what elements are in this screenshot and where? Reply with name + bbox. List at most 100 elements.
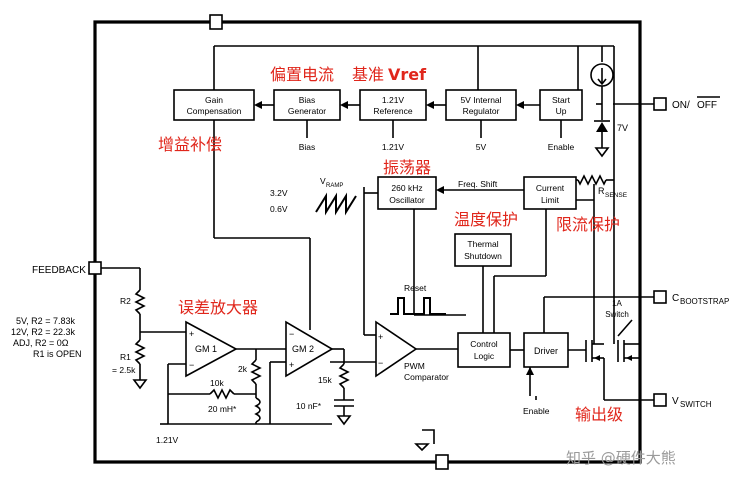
thermal-label-2: Shutdown [464, 251, 502, 261]
annotation-bias-current: 偏置电流 [270, 65, 334, 84]
reset-label: Reset [404, 283, 427, 293]
pwm-comparator [375, 320, 418, 378]
freq-shift-label: Freq. Shift [458, 179, 498, 189]
gm1-label: GM 1 [195, 344, 217, 354]
r1-value: = 2.5k [112, 365, 136, 375]
thermal-label-1: Thermal [467, 239, 498, 249]
oscillator-block [377, 176, 437, 210]
reg-label-1: 5V Internal [460, 95, 501, 105]
gm2-plus: + [289, 360, 294, 370]
c10nf-label: 10 nF* [296, 401, 322, 411]
r2-label: R2 [120, 296, 131, 306]
bias-gen-label-1: Bias [299, 95, 316, 105]
switch-label-1: 1A [612, 299, 622, 308]
bias-gen-label-2: Generator [288, 106, 326, 116]
watermark: 知乎 @硬件大熊 [566, 449, 676, 467]
r2-table-row: 5V, R2 = 7.83k [16, 316, 75, 326]
annotation-output-stage: 输出级 [575, 405, 623, 424]
l20mh-label: 20 mH* [208, 404, 237, 414]
gm1-plus: + [189, 329, 194, 339]
annotation-oscillator: 振荡器 [383, 158, 431, 177]
rsense-sub-label: SENSE [605, 192, 628, 199]
ramp-waveform [315, 192, 357, 216]
vramp-label: V [320, 176, 326, 186]
annotation-current-limit: 限流保护 [556, 215, 620, 234]
bottom-ref-label: 1.21V [156, 435, 179, 445]
cboot-pin-sub: BOOTSTRAP [680, 297, 729, 306]
pin-onoff [653, 97, 667, 111]
bias-output-label: Bias [299, 142, 316, 152]
r15k-label: 15k [318, 375, 332, 385]
startup-label-1: Start [552, 95, 571, 105]
pwm-minus: − [378, 358, 383, 368]
osc-label-2: Oscillator [389, 195, 425, 205]
reg-label-2: Regulator [463, 106, 500, 116]
annotation-error-amp: 误差放大器 [178, 298, 258, 317]
vramp-sub-label: RAMP [326, 183, 343, 189]
gain-comp-label-1: Gain [205, 95, 223, 105]
control-label-1: Control [470, 339, 498, 349]
switch-label-2: Switch [605, 310, 629, 319]
gm2-minus: − [289, 329, 294, 339]
r2-table-row: ADJ, R2 = 0Ω [13, 338, 69, 348]
ramp-high-label: 3.2V [270, 188, 288, 198]
r1-label: R1 [120, 352, 131, 362]
reset-pulse-waveform [390, 297, 446, 315]
feedback-pin-label: FEEDBACK [32, 265, 86, 276]
ramp-low-label: 0.6V [270, 204, 288, 214]
ref-label-1: 1.21V [382, 95, 405, 105]
gain-compensation-block [173, 89, 255, 121]
ground-icon [594, 147, 610, 158]
reg-output-label: 5V [476, 142, 487, 152]
pwm-label-2: Comparator [404, 372, 449, 382]
pin-vswitch [653, 393, 667, 407]
inductor-20mh [254, 397, 261, 423]
osc-label-1: 260 kHz [391, 183, 422, 193]
driver-label: Driver [534, 346, 558, 356]
r1-resistor [134, 339, 146, 365]
pwm-plus: + [378, 332, 383, 342]
current-limit-block [523, 176, 577, 210]
annotation-thermal: 温度保护 [454, 210, 518, 229]
control-logic-block [457, 332, 511, 368]
bottom-notch [435, 454, 449, 470]
r10k-label: 10k [210, 378, 224, 388]
onoff-pin-label: ON/ [672, 100, 690, 111]
control-label-2: Logic [474, 351, 495, 361]
vswitch-pin-label: V [672, 396, 679, 407]
climit-label-2: Limit [541, 195, 560, 205]
r2-table-row: 12V, R2 = 22.3k [11, 327, 75, 337]
ic-outline [93, 20, 437, 464]
annotation-vref-bold: Vref [388, 65, 427, 84]
driver-enable-label: Enable [523, 406, 550, 416]
vswitch-pin-sub: SWITCH [680, 400, 712, 409]
zener-label: 7V [617, 123, 628, 133]
top-notch [209, 14, 223, 30]
ref-label-2: Reference [373, 106, 412, 116]
r2k-label: 2k [238, 364, 248, 374]
gm2-label: GM 2 [292, 344, 314, 354]
driver-block [523, 332, 569, 368]
climit-label-1: Current [536, 183, 565, 193]
r2-resistor [134, 289, 146, 315]
pwm-label-1: PWM [404, 361, 425, 371]
annotation-gain-compensation: 增益补偿 [158, 135, 222, 154]
startup-label-2: Up [556, 106, 567, 116]
gain-comp-label-2: Compensation [187, 106, 242, 116]
thermal-shutdown-block [454, 233, 512, 267]
ref-output-label: 1.21V [382, 142, 405, 152]
ic-outline-right [222, 20, 642, 464]
gm1-minus: − [189, 360, 194, 370]
pin-feedback [88, 261, 102, 275]
gm1-amplifier [185, 320, 238, 378]
pin-cbootstrap [653, 290, 667, 304]
rsense-label: R [598, 186, 605, 196]
zener-diode-icon [596, 122, 608, 132]
rsense-resistor [577, 174, 607, 186]
annotation-vref: 基准 [352, 65, 384, 84]
onoff-pin-bar-label: OFF [697, 100, 717, 111]
r2-table-row: R1 is OPEN [33, 349, 82, 359]
cboot-pin-label: C [672, 293, 679, 304]
startup-enable-label: Enable [548, 142, 575, 152]
